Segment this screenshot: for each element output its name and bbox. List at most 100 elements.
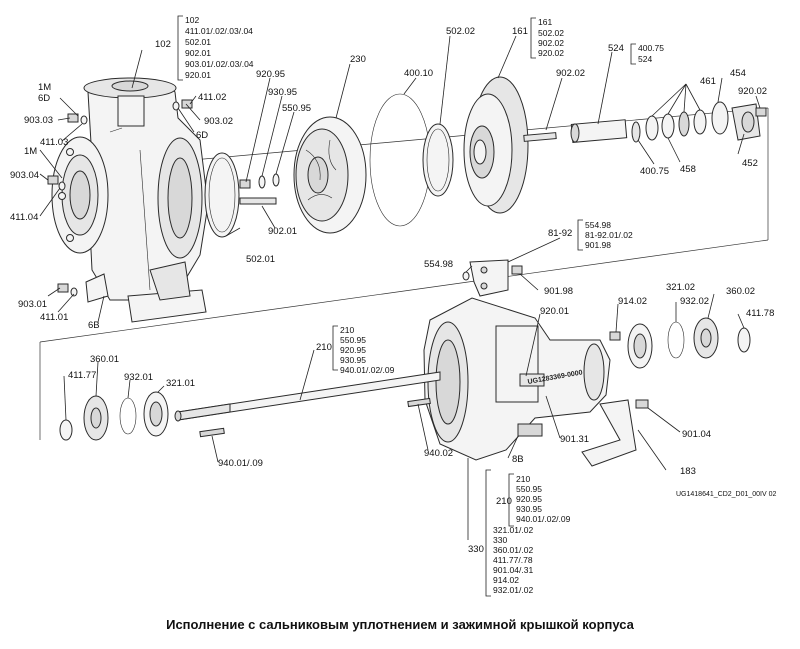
left-bearing-set xyxy=(59,391,169,441)
label-452: 452 xyxy=(742,158,758,169)
label-411-78: 411.78 xyxy=(746,308,774,319)
group-210-line: 920.95 xyxy=(340,345,366,355)
group-102-line: 920.01 xyxy=(185,70,211,80)
part-labels: 102 1M 6D 903.03 411.03 1M 903.04 411.04… xyxy=(10,26,777,555)
label-940-01: 940.01/.09 xyxy=(218,458,263,469)
label-903-03: 903.03 xyxy=(24,115,53,126)
support-foot-183 xyxy=(581,399,637,467)
label-901-04: 901.04 xyxy=(682,429,711,440)
label-932-01: 932.01 xyxy=(124,372,153,383)
label-411-02: 411.02 xyxy=(198,92,226,103)
ring-502-01 xyxy=(204,152,240,238)
label-321-01: 321.01 xyxy=(166,378,195,389)
group-330-outer-line: 914.02 xyxy=(493,575,519,585)
drawing-code: UG1418641_CD2_D01_00IV 02 xyxy=(676,491,777,498)
label-8b: 8B xyxy=(512,454,524,465)
group-stack-210: 210 550.95 920.95 930.95 940.01/.02/.09 xyxy=(340,325,395,375)
label-903-01: 903.01 xyxy=(18,299,47,310)
label-940-02: 940.02 xyxy=(424,448,453,459)
group-330-inner-line: 920.95 xyxy=(516,494,542,504)
label-400-10: 400.10 xyxy=(404,68,433,79)
group-210-line: 930.95 xyxy=(340,355,366,365)
group-stack-330-inner: 210 550.95 920.95 930.95 940.01/.02/.09 … xyxy=(496,474,571,524)
label-411-04: 411.04 xyxy=(10,212,38,223)
group-161-line: 902.02 xyxy=(538,38,564,48)
lantern-81-92 xyxy=(462,259,523,297)
label-230: 230 xyxy=(350,54,366,65)
group-330-outer-line: 411.77/.78 xyxy=(493,555,533,565)
group-210-line: 940.01/.02/.09 xyxy=(340,365,395,375)
group-330-inner-line: 940.01/.02/.09 xyxy=(516,514,571,524)
group-81-92-line: 554.98 xyxy=(585,220,611,230)
label-360-01: 360.01 xyxy=(90,354,119,365)
group-524-line: 524 xyxy=(638,54,652,64)
group-524-line: 400.75 xyxy=(638,43,664,53)
label-81-92: 81-92 xyxy=(548,228,572,239)
group-81-92-line: 901.98 xyxy=(585,240,611,250)
group-330-outer-line: 901.04/.31 xyxy=(493,565,533,575)
label-183: 183 xyxy=(680,466,696,477)
oring-400-10 xyxy=(369,93,431,227)
right-bearing-set xyxy=(609,317,751,369)
group-102-line: 502.01 xyxy=(185,37,211,47)
label-902-01: 902.01 xyxy=(268,226,297,237)
label-1m-left: 1M xyxy=(24,146,37,157)
label-321-02: 321.02 xyxy=(666,282,695,293)
label-903-04: 903.04 xyxy=(10,170,39,181)
gland-452 xyxy=(711,101,767,141)
group-330-outer-line: 932.01/.02 xyxy=(493,585,533,595)
group-stack-161: 161 502.02 902.02 920.02 xyxy=(538,17,564,58)
impeller-nut-set xyxy=(239,173,280,205)
bearing-bracket-330: UG1283369-0000 xyxy=(423,297,611,461)
label-920-95: 920.95 xyxy=(256,69,285,80)
group-330-inner-line: 550.95 xyxy=(516,484,542,494)
group-210-line: 210 xyxy=(340,325,354,335)
group-210-line: 550.95 xyxy=(340,335,366,345)
label-360-02: 360.02 xyxy=(726,286,755,297)
group-330-outer-line: 330 xyxy=(493,535,507,545)
shaft-sleeve-524 xyxy=(570,119,628,143)
label-550-95: 550.95 xyxy=(282,103,311,114)
stud-902-02 xyxy=(523,132,557,142)
ring-502-02 xyxy=(422,123,454,197)
label-920-01: 920.01 xyxy=(540,306,569,317)
group-stack-330-outer: 321.01/.02 330 360.01/.02 411.77/.78 901… xyxy=(493,525,533,595)
label-914-02: 914.02 xyxy=(618,296,647,307)
label-903-02: 903.02 xyxy=(204,116,233,127)
group-102-line: 902.01 xyxy=(185,48,211,58)
group-330-inner-line: 210 xyxy=(516,474,530,484)
label-6d-top: 6D xyxy=(38,93,50,104)
group-102-line: 102 xyxy=(185,15,199,25)
label-411-77: 411.77 xyxy=(68,370,96,381)
label-400-75: 400.75 xyxy=(640,166,669,177)
group-brackets xyxy=(177,15,636,597)
label-901-98: 901.98 xyxy=(544,286,573,297)
packing-rings-461 xyxy=(631,109,707,143)
label-502-01: 502.01 xyxy=(246,254,275,265)
label-901-31: 901.31 xyxy=(560,434,589,445)
group-330-inner-line: 930.95 xyxy=(516,504,542,514)
shaft-210 xyxy=(174,371,441,438)
label-458: 458 xyxy=(680,164,696,175)
group-81-92-line: 81-92.01/.02 xyxy=(585,230,633,240)
label-411-03: 411.03 xyxy=(40,137,68,148)
label-454: 454 xyxy=(730,68,746,79)
group-330-outer-line: 360.01/.02 xyxy=(493,545,533,555)
group-stack-102: 102 411.01/.02/.03/.04 502.01 902.01 903… xyxy=(185,15,254,80)
label-502-02: 502.02 xyxy=(446,26,475,37)
label-6d-right: 6D xyxy=(196,130,208,141)
group-102-line: 411.01/.02/.03/.04 xyxy=(185,26,253,36)
group-161-line: 161 xyxy=(538,17,552,27)
label-930-95: 930.95 xyxy=(268,87,297,98)
group-330-inner-head: 210 xyxy=(496,496,512,507)
group-330-outer-line: 321.01/.02 xyxy=(493,525,533,535)
label-932-02: 932.02 xyxy=(680,296,709,307)
group-stack-81-92: 554.98 81-92.01/.02 901.98 xyxy=(585,220,633,250)
label-554-98: 554.98 xyxy=(424,259,453,270)
label-102: 102 xyxy=(155,39,171,50)
label-524: 524 xyxy=(608,43,624,54)
label-161: 161 xyxy=(512,26,528,37)
label-1m-top: 1M xyxy=(38,82,51,93)
